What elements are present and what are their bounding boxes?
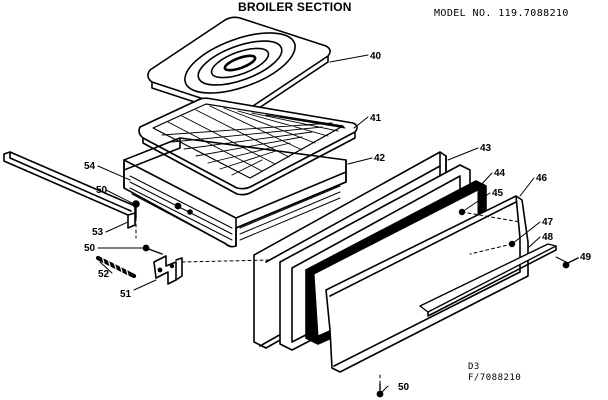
callout-labels: 40 41 42 43 44 45 46 47 48 49 50 50 50 5… — [84, 51, 592, 393]
door-handle — [419, 243, 557, 317]
callout-44: 44 — [494, 168, 506, 179]
callout-41: 41 — [370, 113, 382, 124]
callout-51: 51 — [120, 289, 132, 300]
callout-42: 42 — [374, 153, 386, 164]
callout-46: 46 — [536, 173, 548, 184]
screw-lower — [376, 383, 384, 398]
callout-43: 43 — [480, 143, 492, 154]
callout-50-upper: 50 — [96, 185, 108, 196]
slide-rail — [3, 151, 136, 229]
broiler-pan — [147, 16, 331, 118]
callout-54: 54 — [84, 161, 96, 172]
broiler-drawer-frame — [123, 137, 347, 248]
callout-50-lower: 50 — [398, 382, 410, 393]
broiler-grid — [138, 97, 358, 196]
door-outer-panel — [325, 195, 529, 373]
callout-48: 48 — [542, 232, 554, 243]
callout-40: 40 — [370, 51, 382, 62]
leader-lines — [97, 54, 567, 393]
assembly-guides — [135, 211, 521, 385]
spring — [95, 255, 137, 279]
screw-middle — [142, 244, 163, 255]
handle-screw — [562, 257, 579, 269]
reference-line-1: D3 — [468, 362, 480, 372]
callout-53: 53 — [92, 227, 104, 238]
bracket — [153, 255, 183, 285]
callout-47: 47 — [542, 217, 554, 228]
model-number: MODEL NO. 119.7088210 — [434, 8, 569, 19]
screw-upper — [132, 200, 140, 219]
callout-52: 52 — [98, 269, 110, 280]
callout-49: 49 — [580, 252, 592, 263]
callout-50-middle: 50 — [84, 243, 96, 254]
callout-45: 45 — [492, 188, 504, 199]
reference-line-2: F/7088210 — [468, 373, 522, 383]
diagram-title: BROILER SECTION — [238, 0, 352, 14]
reference-code: D3 F/7088210 — [468, 362, 521, 384]
